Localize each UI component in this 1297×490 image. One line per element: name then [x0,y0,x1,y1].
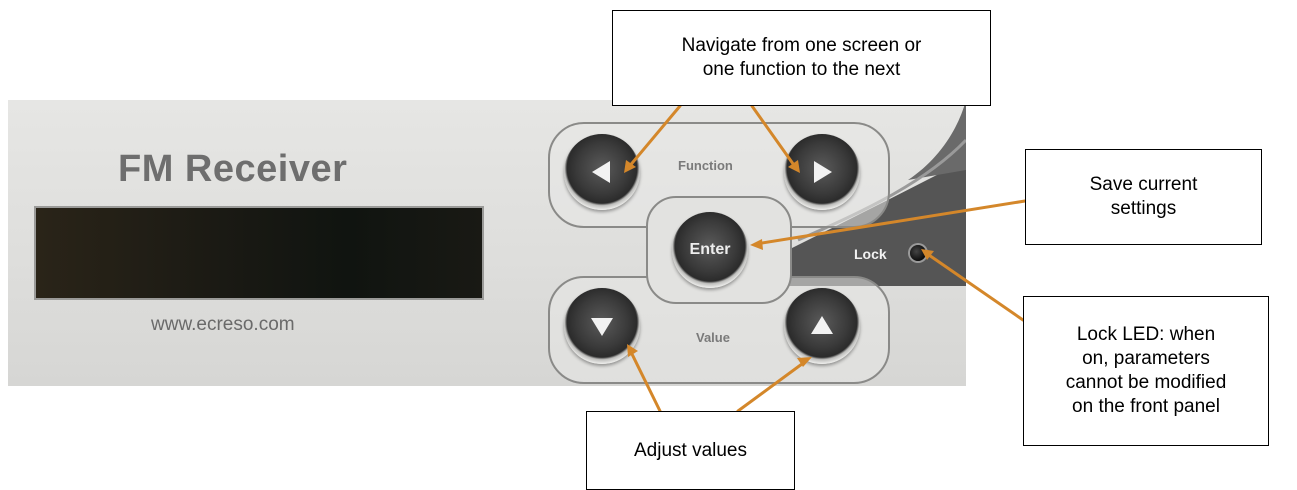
callout-lock-line-1: Lock LED: when [1076,324,1216,345]
callout-lock-line-3: cannot be modified [1065,372,1227,393]
front-panel: FM Receiver www.ecreso.com Enter Functio… [8,100,966,386]
left-arrow-icon [592,161,610,183]
website-label: www.ecreso.com [151,314,295,335]
callout-navigate-line-1: Navigate from one screen or [681,35,922,56]
function-right-button[interactable] [784,134,860,210]
callout-lock-line-2: on, parameters [1082,348,1210,369]
callout-adjust-values: Adjust values [586,411,795,490]
value-up-button[interactable] [784,288,860,364]
value-down-button[interactable] [564,288,640,364]
value-group-label: Value [696,330,730,345]
enter-button[interactable]: Enter [672,212,748,288]
callout-navigate: Navigate from one screen or one function… [612,10,991,106]
down-arrow-icon [591,318,613,336]
callout-lock-line-4: on the front panel [1072,396,1220,417]
device-title: FM Receiver [118,148,348,190]
function-group-label: Function [678,158,733,173]
callout-lock-led: Lock LED: when on, parameters cannot be … [1023,296,1269,446]
function-left-button[interactable] [564,134,640,210]
lock-label: Lock [854,246,887,262]
enter-button-label: Enter [689,241,731,258]
callout-navigate-line-2: one function to the next [702,59,901,80]
up-arrow-icon [811,316,833,334]
callout-adjust-text: Adjust values [633,439,747,461]
lcd-display [34,206,484,300]
callout-save-line-2: settings [1110,198,1177,219]
lock-led [910,245,926,261]
callout-save: Save current settings [1025,149,1262,245]
callout-save-line-1: Save current [1089,174,1198,195]
right-arrow-icon [814,161,832,183]
